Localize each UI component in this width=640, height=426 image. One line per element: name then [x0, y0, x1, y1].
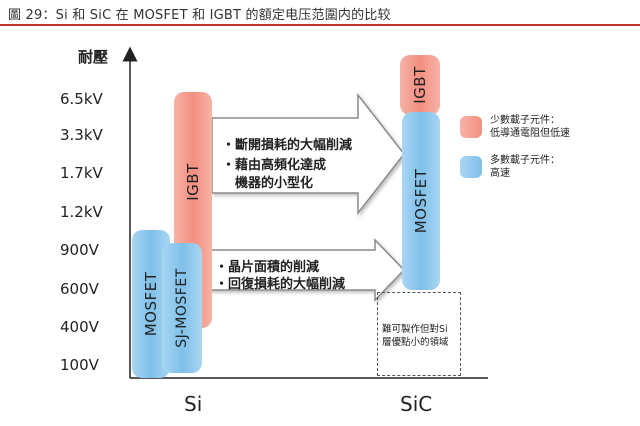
sic-igbt-bar: IGBT [400, 55, 440, 115]
legend-majority-line2: 高速 [490, 168, 510, 179]
x-label-si: Si [184, 392, 203, 416]
legend-minority-line2: 低導通電阻但低速 [490, 128, 570, 139]
x-label-sic: SiC [400, 392, 433, 416]
figure-title: 圖 29：Si 和 SiC 在 MOSFET 和 IGBT 的額定电压范圍内的比… [8, 8, 391, 23]
upper-arrow-bullet: ・斷開損耗的大幅削減 [222, 138, 353, 153]
y-tick-label: 1.2kV [60, 203, 103, 221]
upper-arrow-bullet: ・藉由高頻化達成 [222, 158, 327, 173]
y-axis-title: 耐壓 [78, 48, 109, 66]
y-tick-label: 6.5kV [60, 90, 103, 108]
y-tick-label: 900V [60, 241, 99, 259]
y-tick-label: 1.7kV [60, 164, 103, 182]
si-sj-mosfet-label: SJ-MOSFET [174, 268, 190, 348]
y-tick-label: 100V [60, 356, 99, 374]
title-rule [0, 24, 640, 26]
legend-swatch-blue [460, 156, 482, 178]
sic-igbt-label: IGBT [411, 66, 429, 104]
y-tick-label: 3.3kV [60, 126, 103, 144]
si-mosfet-label: MOSFET [142, 271, 160, 337]
sic-mosfet-bar: MOSFET [402, 112, 440, 290]
note-line2: 層優點小的領域 [382, 337, 449, 348]
si-igbt-label: IGBT [184, 162, 202, 201]
legend-minority-line1: 少數載子元件： [490, 115, 560, 126]
legend-swatch-red [460, 116, 482, 138]
lower-arrow-bullet: ・晶片面積的削減 [215, 260, 320, 275]
lower-arrow-shape [205, 238, 406, 302]
upper-arrow-shape [211, 92, 405, 216]
lower-arrow-bullet: ・回復損耗的大幅削減 [215, 277, 346, 292]
note-box: 難可製作但對Si 層優點小的領域 [377, 292, 461, 376]
note-text: 難可製作但對Si 層優點小的領域 [382, 323, 449, 349]
y-tick-label: 600V [60, 280, 99, 298]
note-line1: 難可製作但對Si [382, 324, 448, 335]
si-sj-mosfet-bar: SJ-MOSFET [162, 243, 202, 373]
sic-mosfet-label: MOSFET [412, 168, 430, 234]
y-tick-label: 400V [60, 318, 99, 336]
legend-majority-line1: 多數載子元件： [490, 155, 560, 166]
upper-arrow-bullet-cont: 機器的小型化 [235, 176, 314, 191]
